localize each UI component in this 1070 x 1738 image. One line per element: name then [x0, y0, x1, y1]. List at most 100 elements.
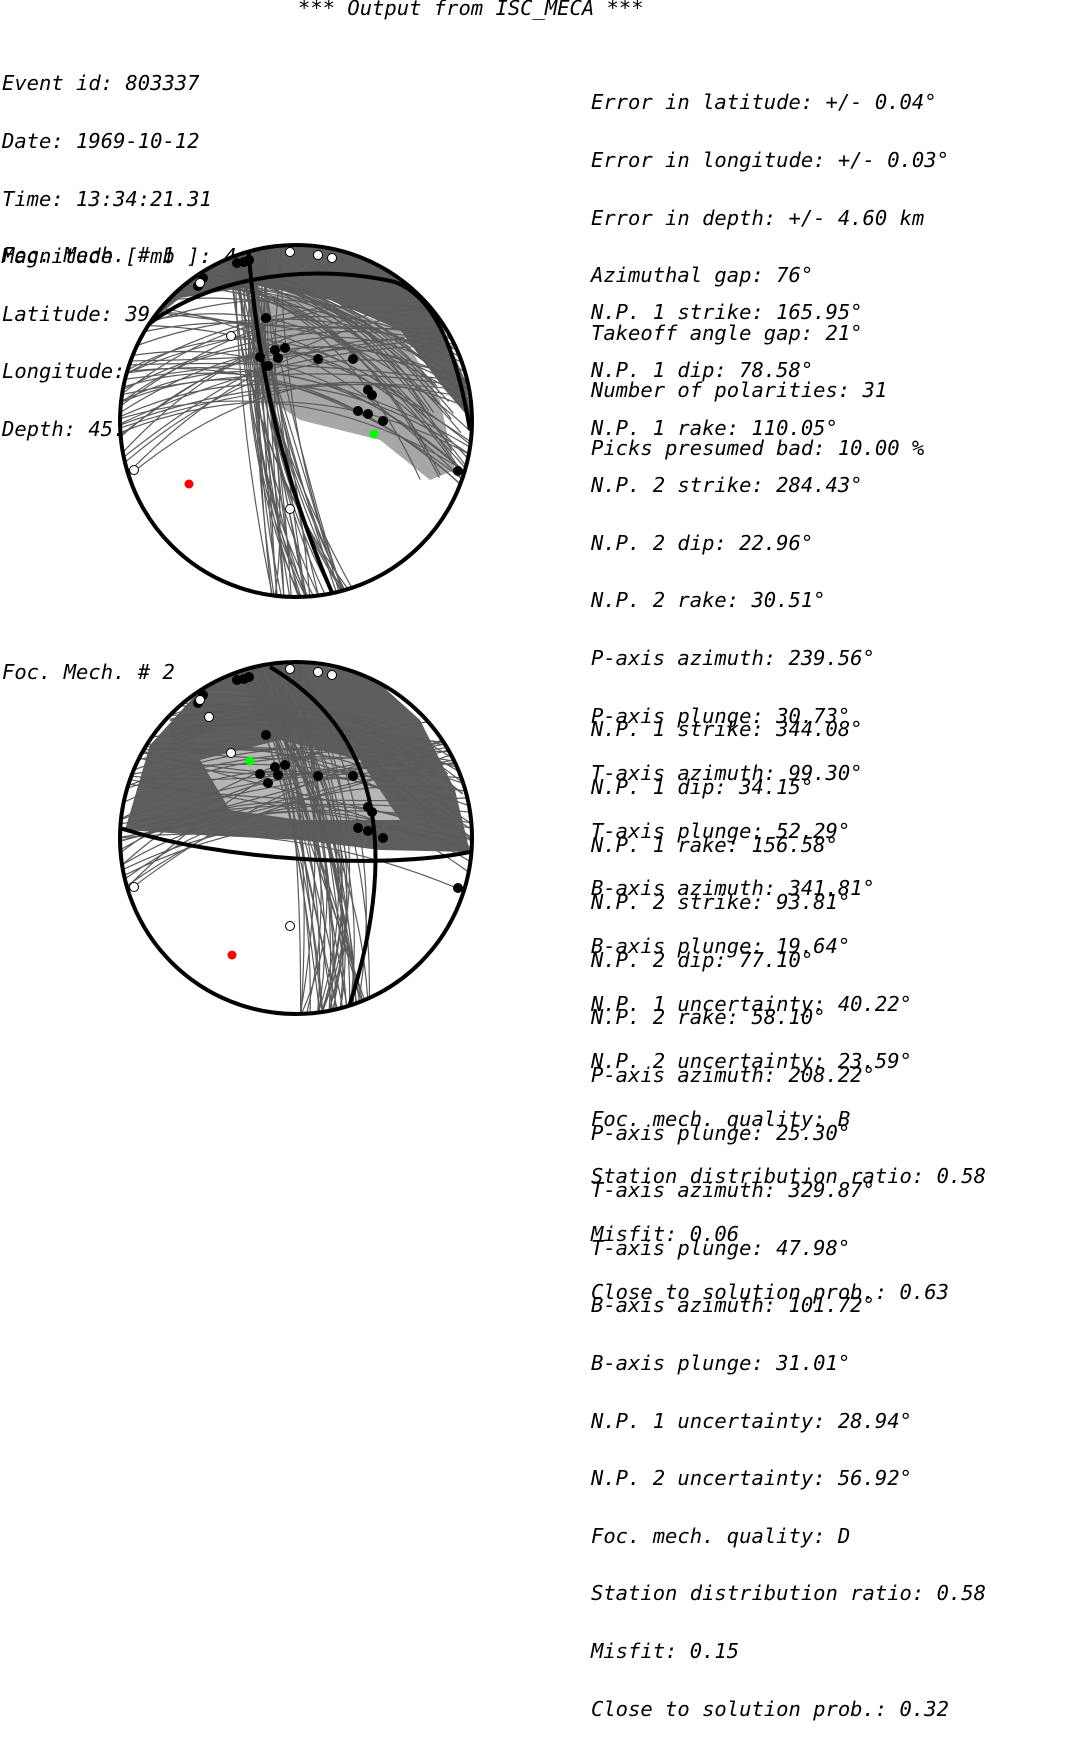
- np1-uncertainty: N.P. 1 uncertainty: 28.94°: [591, 1408, 912, 1433]
- event-time: Time: 13:34:21.31: [2, 186, 212, 211]
- dilatation-polarity-dot: [313, 667, 323, 677]
- page-title: *** Output from ISC_MECA ***: [298, 0, 644, 20]
- p-axis-azimuth: P-axis azimuth: 239.56°: [591, 645, 875, 670]
- misfit: Misfit: 0.15: [591, 1638, 740, 1663]
- compression-polarity-dot: [348, 771, 358, 781]
- sampled-plane-curve: [120, 746, 472, 791]
- sampled-plane-curve: [244, 245, 303, 597]
- dilatation-polarity-dot: [285, 247, 295, 257]
- t-axis-marker: [369, 429, 379, 439]
- sampled-plane-curve: [120, 776, 472, 841]
- t-axis-plunge: T-axis plunge: 52.29°: [591, 818, 851, 843]
- compression-polarity-dot: [378, 416, 388, 426]
- sampled-plane-curve: [120, 401, 472, 458]
- sampled-plane-curve: [120, 346, 472, 440]
- number-of-polarities: Number of polarities: 31: [591, 378, 888, 403]
- sampled-plane-curve: [268, 662, 343, 1014]
- event-id: Event id: 803337: [2, 71, 200, 96]
- foc-mech-quality: Foc. mech. quality: D: [591, 1523, 851, 1548]
- compression-polarity-dot: [255, 352, 265, 362]
- dilatation-polarity-dot: [285, 921, 295, 931]
- sampled-plane-curve: [169, 718, 435, 823]
- compression-polarity-dot: [313, 354, 323, 364]
- np2-dip: N.P. 2 dip: 77.10°: [591, 947, 814, 972]
- sampled-plane-curve: [120, 802, 472, 878]
- sampled-plane-curve: [228, 245, 303, 597]
- beachball-1-outline: [118, 243, 474, 599]
- compression-polarity-dot: [453, 883, 463, 893]
- sampled-plane-curve: [169, 709, 450, 836]
- sampled-plane-curve: [247, 245, 308, 597]
- sampled-plane-curve: [120, 785, 472, 893]
- sampled-plane-curve: [120, 303, 472, 493]
- t-axis-azimuth: T-axis azimuth: 99.30°: [591, 761, 863, 786]
- p-axis-marker: [227, 950, 237, 960]
- b-axis-plunge: B-axis plunge: 31.01°: [591, 1350, 851, 1375]
- event-date: Date: 1969-10-12: [2, 129, 200, 153]
- compression-polarity-dot: [244, 255, 254, 265]
- compression-polarity-dot: [263, 778, 273, 788]
- compression-polarity-dot: [348, 354, 358, 364]
- compression-polarity-dot: [353, 406, 363, 416]
- dilatation-polarity-dot: [285, 504, 295, 514]
- sampled-plane-curve: [120, 763, 472, 821]
- sampled-plane-curve: [120, 318, 472, 370]
- sampled-plane-curve: [120, 367, 472, 490]
- beachball-2: [118, 660, 474, 1016]
- dilatation-polarity-dot: [327, 670, 337, 680]
- compression-polarity-dot: [255, 769, 265, 779]
- np1-rake: N.P. 1 rake: 110.05°: [591, 415, 838, 440]
- compression-polarity-dot: [263, 361, 273, 371]
- sampled-plane-curve: [169, 718, 458, 772]
- sampled-plane-curve: [120, 727, 472, 750]
- compression-polarity-dot: [353, 823, 363, 833]
- takeoff-angle-gap: Takeoff angle gap: 21°: [591, 320, 863, 345]
- sampled-plane-curve: [120, 359, 472, 469]
- sampled-plane-curve: [287, 662, 370, 1014]
- nodal-plane-1: [268, 665, 378, 1011]
- sampled-plane-curve: [159, 285, 462, 434]
- compression-polarity-dot: [261, 730, 271, 740]
- sampled-plane-curve: [169, 725, 432, 828]
- compression-polarity-dot: [378, 833, 388, 843]
- foc-mech-1-label: Foc. Mech. # 1: [2, 243, 175, 267]
- compression-polarity-dot: [363, 826, 373, 836]
- polarities-2: [129, 664, 463, 931]
- sampled-plane-curve: [231, 245, 342, 597]
- dilatation-polarity-dot: [285, 664, 295, 674]
- sampled-plane-curve: [120, 833, 472, 897]
- sampled-plane-curve: [169, 719, 463, 794]
- error-longitude: Error in longitude: +/- 0.03°: [591, 148, 949, 172]
- sampled-plane-curve: [264, 662, 354, 1014]
- foc-mech-2-label: Foc. Mech. # 2: [2, 660, 175, 684]
- error-info-block: Error in latitude: +/- 0.04° Error in lo…: [591, 55, 949, 477]
- p-axis-plunge: P-axis plunge: 25.30°: [591, 1120, 851, 1145]
- sampled-plane-curve: [120, 748, 472, 833]
- dilatation-polarity-dot: [226, 748, 236, 758]
- compression-polarity-dot: [280, 760, 290, 770]
- np1-rake: N.P. 1 rake: 156.58°: [591, 832, 838, 857]
- compression-polarity-dot: [313, 771, 323, 781]
- dilatation-polarity-dot: [327, 253, 337, 263]
- sampled-plane-curve: [120, 339, 472, 484]
- dilatation-polarity-dot: [313, 250, 323, 260]
- beachball-1: [118, 243, 474, 599]
- compression-polarity-dot: [273, 770, 283, 780]
- p-axis-azimuth: P-axis azimuth: 208.22°: [591, 1062, 875, 1087]
- compression-polarity-dot: [367, 807, 377, 817]
- dilatation-polarity-dot: [195, 278, 205, 288]
- compression-polarity-dot: [280, 343, 290, 353]
- sampled-planes-1: [120, 245, 472, 597]
- np1-strike: N.P. 1 strike: 165.95°: [591, 300, 863, 325]
- sampled-plane-curve: [120, 350, 472, 482]
- np2-dip: N.P. 2 dip: 22.96°: [591, 530, 814, 555]
- t-axis-azimuth: T-axis azimuth: 329.87°: [591, 1178, 875, 1203]
- t-axis-marker: [245, 756, 255, 766]
- sampled-plane-curve: [169, 693, 457, 818]
- sampled-plane-curve: [120, 331, 472, 362]
- dilatation-polarity-dot: [195, 695, 205, 705]
- polarities-1: [129, 247, 463, 514]
- b-axis-azimuth: B-axis azimuth: 341.81°: [591, 876, 875, 901]
- sampled-plane-curve: [120, 803, 472, 825]
- sampled-plane-curve: [120, 805, 472, 885]
